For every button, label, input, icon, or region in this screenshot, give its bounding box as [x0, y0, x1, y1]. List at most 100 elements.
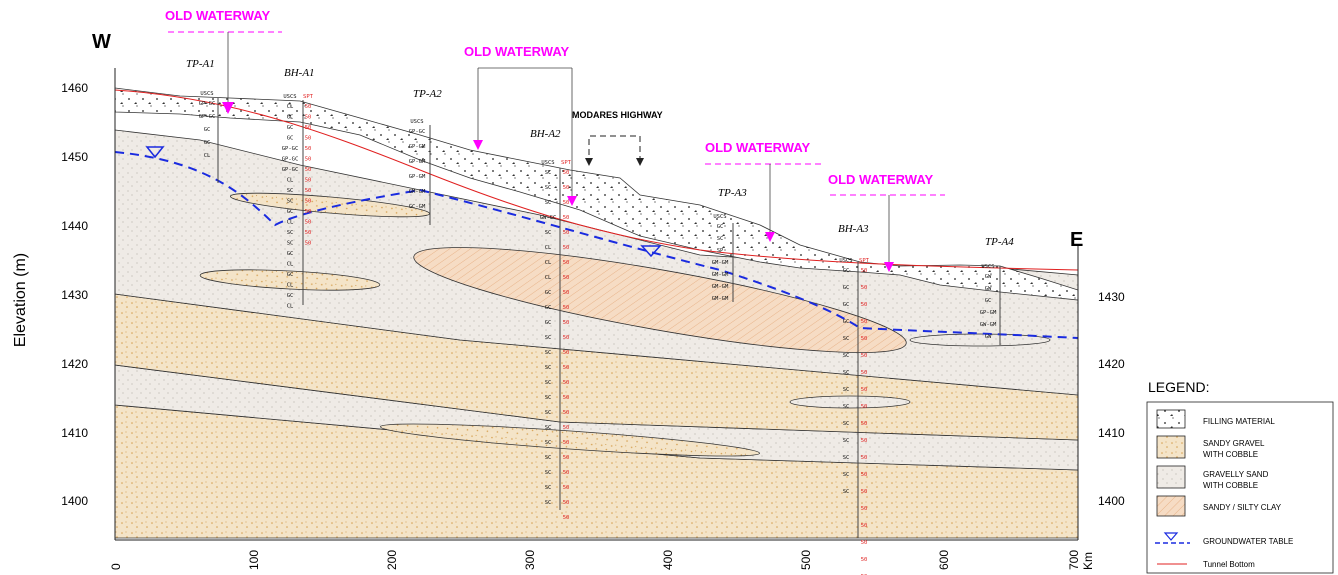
borehole-spt-value: 50 — [305, 199, 312, 205]
borehole-header: USCS — [839, 258, 852, 264]
borehole-spt-value: 50 — [305, 230, 312, 236]
borehole-spt-value: 50 — [563, 185, 570, 191]
borehole-spt-value: 50 — [563, 485, 570, 491]
borehole-code: GW — [985, 274, 992, 280]
borehole-code: SC — [545, 335, 552, 341]
borehole-code: GC — [287, 209, 294, 215]
left-axis: 1460 1450 1440 1430 1420 1410 1400 Eleva… — [12, 68, 116, 540]
borehole-code: GC — [287, 125, 294, 131]
borehole-code: CL — [287, 262, 294, 268]
y-tick-1450: 1450 — [61, 150, 88, 164]
borehole-code: GC — [843, 319, 850, 325]
borehole-spt-value: 50 — [305, 104, 312, 110]
legend-title: LEGEND: — [1148, 379, 1209, 395]
x-tick-0: 0 — [109, 563, 123, 570]
waterway-label-4: OLD WATERWAY — [828, 172, 934, 187]
tunnel-bottom-line — [114, 89, 1079, 271]
borehole-code: SC — [287, 241, 294, 247]
y-tick-1430: 1430 — [61, 288, 88, 302]
borehole-name-tp-a4: TP-A4 — [985, 236, 1014, 248]
borehole-spt-value: 50 — [563, 200, 570, 206]
borehole-spt-value: 50 — [305, 178, 312, 184]
waterway-label-1: OLD WATERWAY — [165, 8, 271, 23]
borehole-spt-value: 50 — [563, 230, 570, 236]
borehole-spt-value: 50 — [861, 438, 868, 444]
borehole-header: USCS — [410, 119, 423, 125]
borehole-code: CL — [287, 283, 294, 289]
borehole-header: USCS — [541, 160, 554, 166]
borehole-spt-value: 50 — [305, 167, 312, 173]
borehole-code: GC — [843, 285, 850, 291]
borehole-code: SC — [843, 353, 850, 359]
borehole-code: CL — [545, 245, 552, 251]
borehole-code: GP-GC — [282, 146, 299, 152]
borehole-code: GC-GM — [409, 204, 426, 210]
borehole-spt-value: 50 — [563, 305, 570, 311]
borehole-code: GC — [843, 268, 850, 274]
legend-label-sandy-gravel-2: WITH COBBLE — [1203, 450, 1258, 459]
borehole-code: GC — [287, 272, 294, 278]
gravel-lens-1 — [199, 269, 381, 291]
borehole-code: GW — [985, 334, 992, 340]
borehole-code: GM-GM — [712, 272, 729, 278]
legend-item-sandy-gravel: SANDY GRAVEL WITH COBBLE — [1156, 435, 1265, 459]
x-tick-600: 600 — [937, 550, 951, 570]
borehole-code: GC — [717, 224, 724, 230]
x-tick-500: 500 — [799, 550, 813, 570]
borehole-spt-value: 50 — [861, 472, 868, 478]
sand-lens-1 — [789, 395, 911, 409]
borehole-name-bh-a1: BH-A1 — [284, 67, 315, 79]
borehole-code: GW-GC — [540, 215, 557, 221]
borehole-spt-value: 50 — [305, 125, 312, 131]
borehole-spt-value: 50 — [563, 470, 570, 476]
borehole-spt-value: 50 — [861, 268, 868, 274]
borehole-code: GM-GM — [712, 260, 729, 266]
borehole-code: GC — [287, 115, 294, 121]
borehole-code: GM-GM — [712, 296, 729, 302]
borehole-code: GC — [287, 293, 294, 299]
borehole-spt-value: 50 — [861, 387, 868, 393]
borehole-spt-value: 50 — [861, 421, 868, 427]
borehole-code: SC — [843, 438, 850, 444]
borehole-names: TP-A1 BH-A1 TP-A2 BH-A2 TP-A3 BH-A3 TP-A… — [186, 58, 1014, 248]
borehole-spt-value: 50 — [861, 523, 868, 529]
legend-label-sandy-gravel-1: SANDY GRAVEL — [1203, 439, 1265, 448]
borehole-code: GP-GC — [409, 129, 426, 135]
borehole-code: SC — [545, 365, 552, 371]
borehole-spt-header: SPT — [859, 258, 870, 264]
borehole-spt-value: 50 — [563, 335, 570, 341]
x-tick-100: 100 — [247, 550, 261, 570]
borehole-spt-value: 50 — [563, 500, 570, 506]
borehole-code: SC — [545, 455, 552, 461]
borehole-code: SC — [717, 236, 724, 242]
y-right-tick-1430: 1430 — [1098, 290, 1125, 304]
borehole-code: GC — [204, 140, 211, 146]
borehole-spt-value: 50 — [861, 319, 868, 325]
borehole-spt-value: 50 — [861, 455, 868, 461]
sand-lens-2 — [909, 333, 1051, 347]
borehole-code: GP-GC — [199, 101, 216, 107]
borehole-code: GC — [985, 298, 992, 304]
y-tick-1440: 1440 — [61, 219, 88, 233]
borehole-code: GM-GM — [409, 189, 426, 195]
borehole-spt-value: 50 — [563, 515, 570, 521]
borehole-spt-value: 50 — [563, 455, 570, 461]
borehole-code: GM-GM — [712, 284, 729, 290]
borehole-name-tp-a3: TP-A3 — [718, 187, 747, 199]
borehole-code: SC — [843, 472, 850, 478]
borehole-spt-header: SPT — [561, 160, 572, 166]
y-tick-1400: 1400 — [61, 494, 88, 508]
y-right-tick-1410: 1410 — [1098, 426, 1125, 440]
strata — [114, 87, 1079, 539]
borehole-code: CL — [287, 178, 294, 184]
borehole-header: USCS — [713, 214, 726, 220]
borehole-code: CL — [545, 275, 552, 281]
x-tick-700: 700 — [1067, 550, 1081, 570]
legend-label-groundwater: GROUNDWATER TABLE — [1203, 537, 1293, 546]
borehole-code: GP-GC — [282, 157, 299, 163]
legend-label-tunnel: Tunnel Bottom — [1203, 560, 1255, 569]
borehole-header: USCS — [981, 264, 994, 270]
legend: LEGEND: FILLING MATERIAL SANDY GRAVEL WI… — [1146, 379, 1334, 574]
borehole-spt-value: 50 — [861, 506, 868, 512]
borehole-code: GP-GC — [199, 114, 216, 120]
